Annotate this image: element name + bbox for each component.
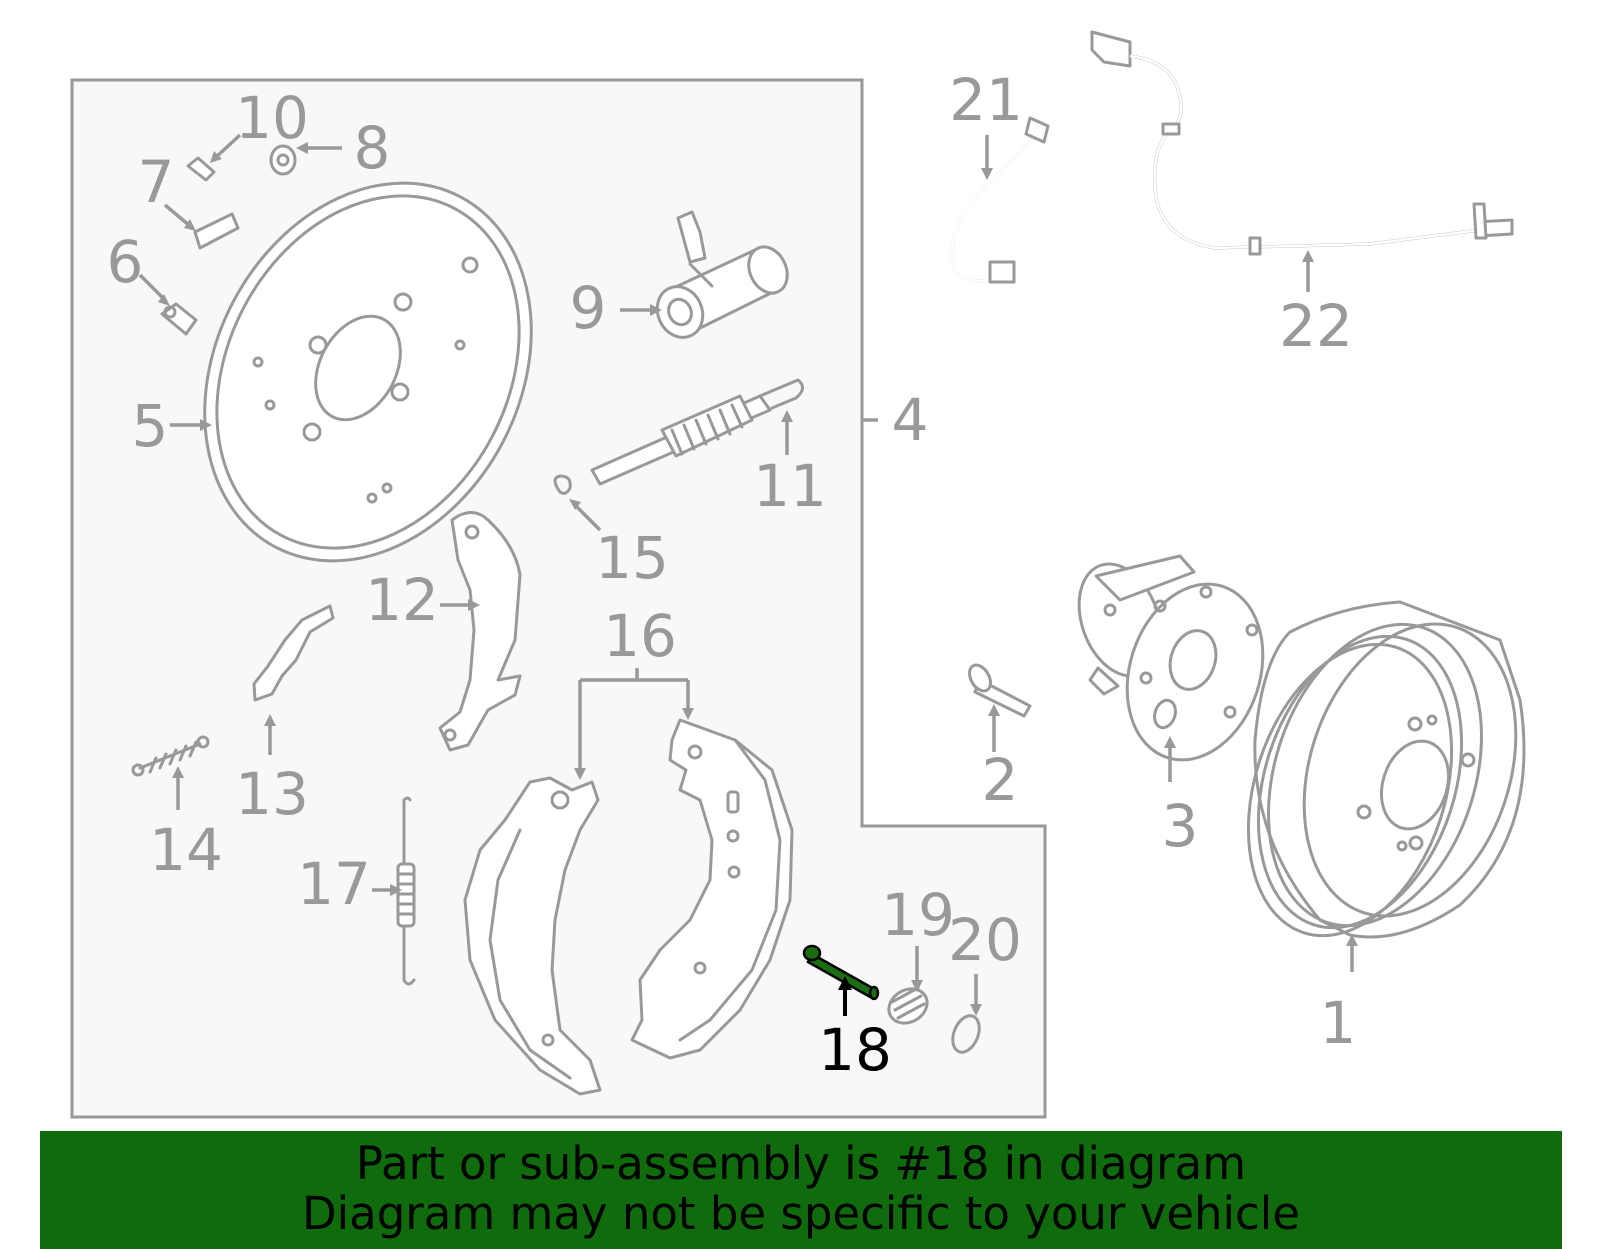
wheel-stud-part[interactable] [965, 661, 1032, 718]
callout-19: 19 [881, 881, 955, 949]
callout-8: 8 [354, 114, 391, 182]
bolt-part[interactable] [186, 156, 216, 182]
wheel-cylinder-part[interactable] [649, 210, 794, 345]
callout-11: 11 [753, 452, 827, 520]
clip-part[interactable] [553, 474, 572, 495]
highlight-leader [838, 976, 852, 1016]
abs-sensor-part[interactable] [1090, 30, 1514, 256]
hub-bearing-part[interactable] [1064, 553, 1284, 778]
callout-13: 13 [235, 760, 309, 828]
callout-14: 14 [149, 816, 223, 884]
return-spring-part[interactable] [131, 735, 210, 777]
bleeder-screw-part[interactable] [160, 302, 198, 336]
callout-15: 15 [595, 524, 669, 592]
leader-lines [138, 133, 1358, 1016]
banner-line-disclaimer: Diagram may not be specific to your vehi… [302, 1187, 1300, 1240]
brake-shoe-left-part[interactable] [463, 776, 602, 1096]
strut-part[interactable] [252, 604, 335, 702]
info-banner: Part or sub-assembly is #18 in diagram D… [40, 1131, 1562, 1249]
brake-hose-part[interactable] [950, 116, 1050, 284]
callout-2: 2 [982, 746, 1019, 814]
brake-drum-part[interactable] [1213, 596, 1551, 962]
hold-down-pin-part[interactable] [802, 944, 880, 1001]
hold-down-spring-part[interactable] [396, 796, 416, 986]
callout-22: 22 [1279, 292, 1353, 360]
callout-1: 1 [1320, 989, 1357, 1057]
callout-17: 17 [297, 850, 371, 918]
callout-18: 18 [818, 1016, 892, 1084]
callout-7: 7 [138, 148, 175, 216]
spring-cup-part[interactable] [883, 982, 934, 1030]
parking-lever-part[interactable] [438, 511, 522, 752]
callout-3: 3 [1162, 792, 1199, 860]
callout-21: 21 [949, 66, 1023, 134]
seal-ring-part[interactable] [948, 1012, 984, 1056]
plug-part[interactable] [193, 212, 240, 250]
brake-shoe-right-part[interactable] [630, 718, 794, 1060]
banner-line-part-number: Part or sub-assembly is #18 in diagram [355, 1137, 1247, 1190]
nut-part[interactable] [269, 144, 297, 176]
callout-4: 4 [892, 386, 929, 454]
callout-12: 12 [365, 566, 439, 634]
callout-10: 10 [235, 84, 309, 152]
callout-9: 9 [570, 274, 607, 342]
callout-6: 6 [107, 228, 144, 296]
adjuster-part[interactable] [590, 378, 804, 486]
callout-16: 16 [603, 602, 677, 670]
backing-plate-part[interactable] [141, 126, 595, 618]
callout-20: 20 [948, 906, 1022, 974]
callout-5: 5 [132, 392, 169, 460]
